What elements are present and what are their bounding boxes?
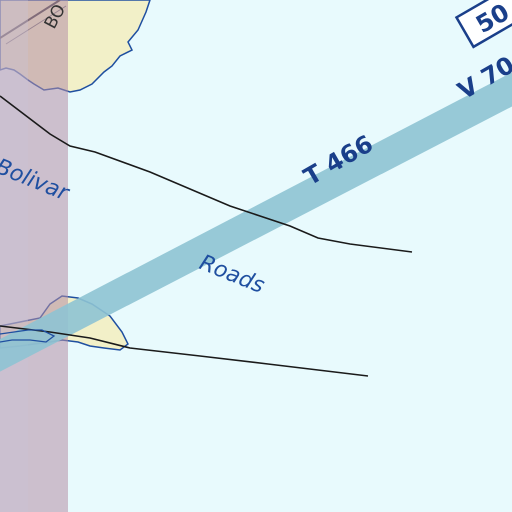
shoreline-detail bbox=[0, 329, 56, 343]
boundary-band-inner bbox=[0, 0, 28, 512]
black-line-upper bbox=[0, 95, 413, 253]
airway-band bbox=[0, 72, 512, 372]
boundary-band bbox=[0, 0, 68, 512]
black-line-lower bbox=[0, 325, 369, 377]
